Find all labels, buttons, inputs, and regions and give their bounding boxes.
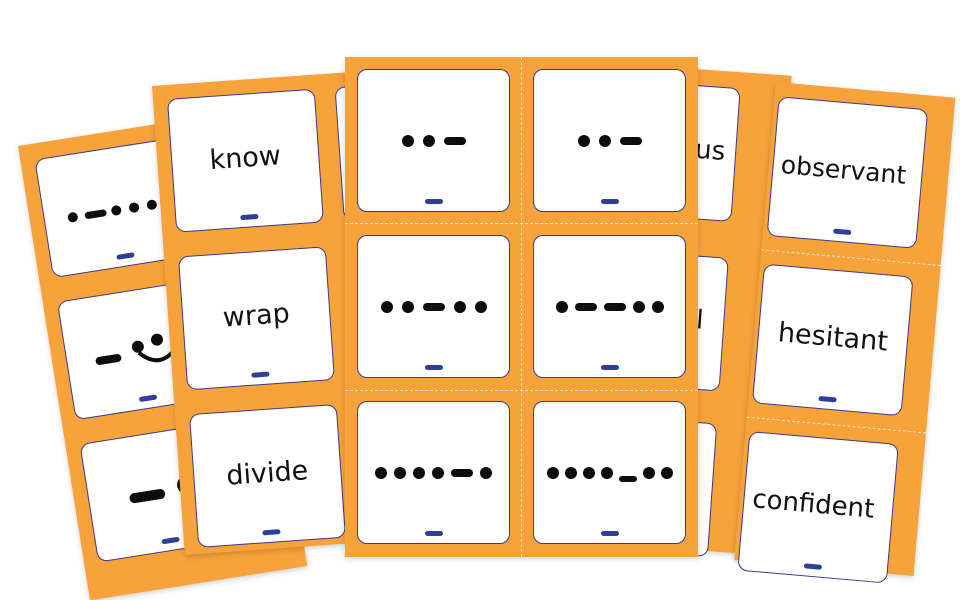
twinkl-logo-icon [803, 563, 823, 570]
word-card: hesitant [751, 263, 914, 417]
word-divide: divide [225, 455, 310, 492]
symbol-card [357, 401, 510, 544]
twinkl-logo-icon [424, 531, 443, 536]
cut-line [746, 416, 927, 434]
cut-line [761, 249, 941, 267]
twinkl-logo-icon [424, 365, 443, 370]
symbol-dot-dash-dash-dot-dot-icon [534, 300, 685, 313]
twinkl-logo-icon [262, 529, 281, 536]
word-card: divide [188, 403, 346, 548]
word-confident: confident [751, 484, 876, 525]
symbol-dot-dot-dot-dot-dash-dot-icon [358, 466, 509, 479]
center-worksheet [345, 57, 698, 557]
twinkl-logo-icon [240, 213, 259, 221]
symbol-dot-dot-dash-icon [534, 134, 685, 147]
word-card: wrap [177, 246, 335, 391]
symbol-card [533, 401, 686, 544]
twinkl-logo-icon [818, 395, 837, 403]
symbol-card [533, 235, 686, 378]
symbol-card [357, 69, 510, 212]
word-card: observant [766, 96, 929, 249]
word-know: know [208, 140, 282, 177]
twinkl-logo-icon [600, 531, 619, 536]
twinkl-logo-icon [424, 199, 443, 204]
symbol-card [533, 69, 686, 212]
cut-line [345, 223, 698, 224]
cut-line [521, 57, 522, 557]
twinkl-logo-icon [600, 199, 619, 204]
word-hesitant: hesitant [776, 317, 890, 358]
symbol-dots-low-dash-dots-icon [534, 464, 685, 482]
symbol-card [357, 235, 510, 378]
cut-line [345, 390, 698, 391]
twinkl-logo-icon [833, 228, 852, 236]
symbol-dot-dot-dash-dot-dot-icon [358, 300, 509, 313]
word-card: confident [737, 431, 899, 584]
word-card: know [166, 88, 324, 233]
word-wrap: wrap [221, 298, 291, 334]
twinkl-logo-icon [600, 365, 619, 370]
twinkl-logo-icon [251, 371, 270, 378]
symbol-dot-dot-dash-icon [358, 134, 509, 147]
word-observant: observant [779, 149, 908, 190]
